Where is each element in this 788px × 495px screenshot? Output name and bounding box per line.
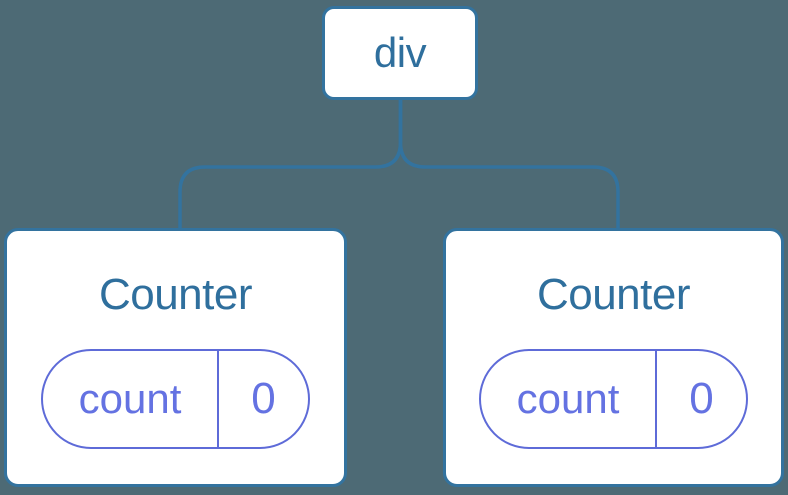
counter-card-title: Counter: [98, 270, 253, 319]
state-key-label: count: [481, 351, 657, 447]
connector-right-branch: [398, 99, 620, 229]
state-value: 0: [251, 374, 276, 423]
counter-card-right: Counter count 0: [443, 228, 784, 487]
state-pill: count 0: [41, 349, 310, 449]
connector-left-branch: [178, 99, 403, 229]
state-key-label: count: [43, 351, 219, 447]
state-pill: count 0: [479, 349, 748, 449]
state-value: 0: [689, 374, 714, 423]
counter-card-left: Counter count 0: [4, 228, 347, 487]
counter-card-title: Counter: [536, 270, 691, 319]
root-node-label: div: [373, 29, 427, 76]
root-node: div: [322, 6, 478, 100]
